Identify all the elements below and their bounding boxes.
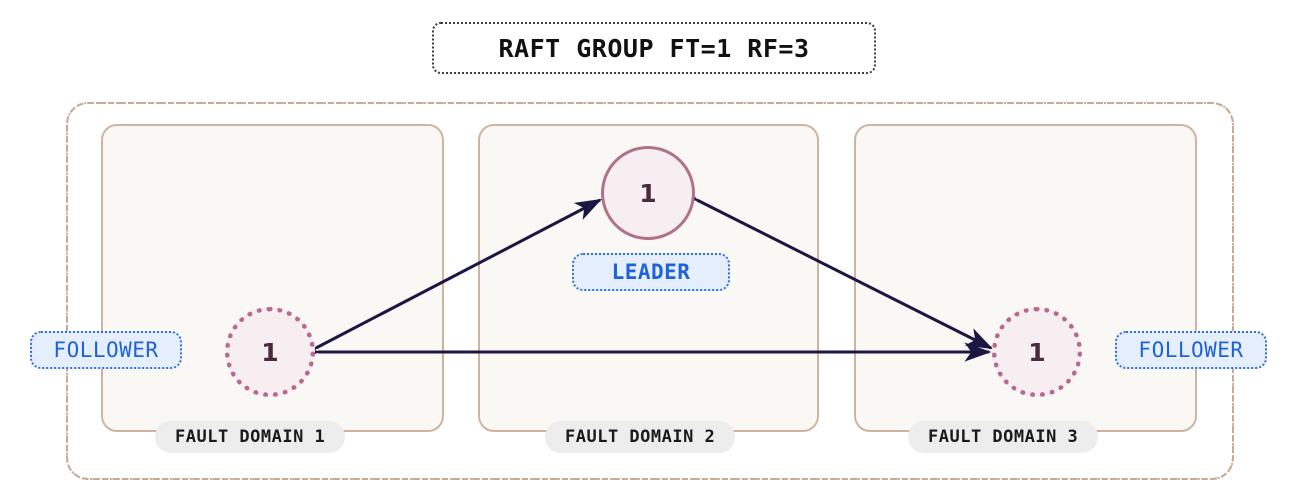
fault-domain-label-2: FAULT DOMAIN 2 — [545, 421, 736, 453]
diagram-title-badge: RAFT GROUP FT=1 RF=3 — [432, 22, 876, 74]
role-badge-follower-left: FOLLOWER — [30, 331, 182, 369]
raft-group-container — [66, 102, 1234, 480]
node-follower-right-label: 1 — [1028, 337, 1046, 367]
page-title: RAFT GROUP FT=1 RF=3 — [498, 33, 810, 63]
node-follower-right[interactable]: 1 — [992, 307, 1082, 397]
node-follower-left[interactable]: 1 — [225, 307, 315, 397]
node-leader[interactable]: 1 — [601, 146, 695, 240]
node-follower-left-label: 1 — [261, 337, 279, 367]
role-badge-follower-right: FOLLOWER — [1115, 331, 1267, 369]
role-badge-leader: LEADER — [572, 253, 730, 291]
fault-domain-label-1: FAULT DOMAIN 1 — [155, 421, 346, 453]
fault-domain-label-3: FAULT DOMAIN 3 — [908, 421, 1099, 453]
node-leader-label: 1 — [639, 178, 657, 208]
